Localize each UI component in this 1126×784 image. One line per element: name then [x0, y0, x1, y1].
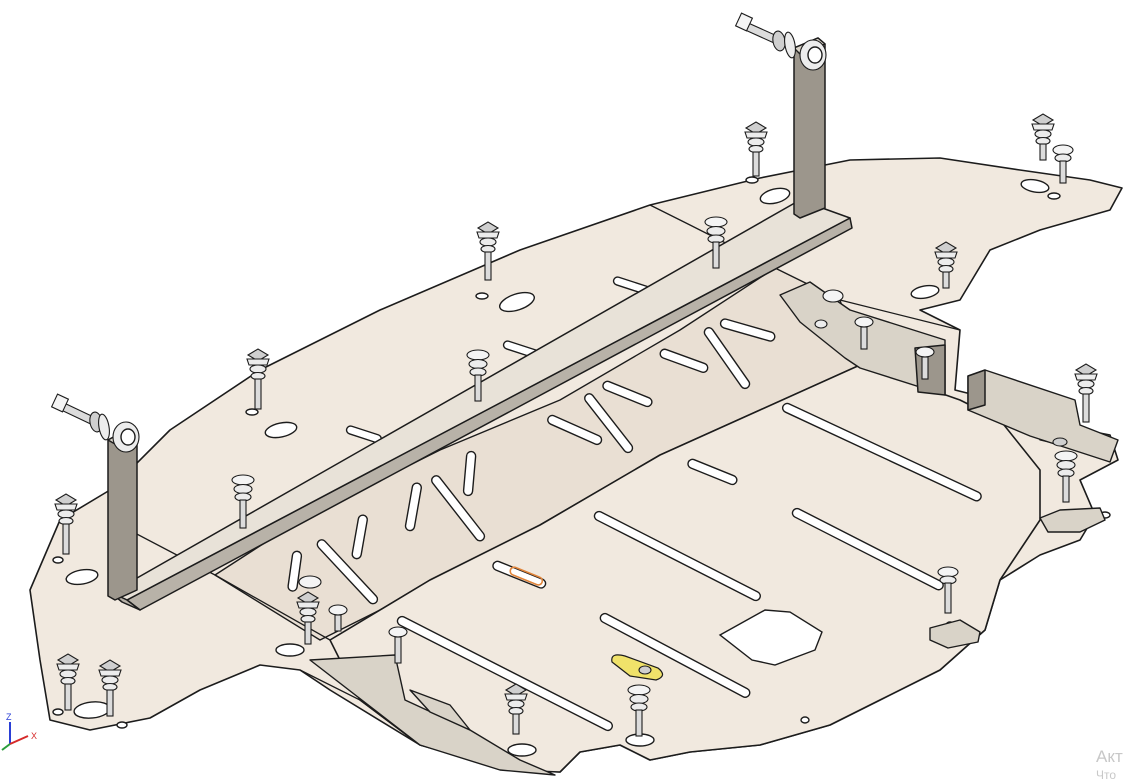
fastener [56, 653, 80, 711]
bracket-right-lower [967, 369, 1119, 463]
fastener [704, 216, 728, 269]
fastener [466, 349, 490, 402]
fastener [1074, 363, 1098, 423]
bracket-right-tab [929, 619, 981, 649]
lower-slots [396, 402, 982, 732]
fastener [744, 121, 768, 177]
upright-left [107, 427, 138, 601]
x-axis-line [9, 735, 29, 745]
fastener [328, 604, 348, 632]
fastener [934, 241, 958, 289]
fastener [1052, 144, 1074, 184]
fastener [54, 493, 78, 555]
skid-plate [29, 157, 1123, 776]
fastener [627, 684, 651, 737]
fastener [1031, 113, 1055, 161]
fastener [388, 626, 408, 664]
bolt-horizontal-right [734, 12, 796, 59]
drain-cutout [718, 609, 823, 666]
fastener [476, 221, 500, 281]
fastener [937, 566, 959, 614]
highlight-slot-orange [509, 566, 544, 586]
plate-skirt-left [309, 654, 556, 776]
fastener [1052, 437, 1068, 447]
bushing-left [112, 421, 140, 453]
bushing-right [799, 39, 827, 71]
bolt-horizontal-left [50, 393, 110, 441]
activation-watermark: Акт Что [1096, 748, 1126, 784]
fastener [1054, 450, 1078, 503]
fastener [298, 575, 322, 589]
fastener [98, 659, 122, 717]
axis-triad: Z X [1, 712, 37, 751]
y-axis-line [1, 743, 11, 751]
fastener [814, 289, 844, 329]
cage-nut-bolts [54, 113, 1098, 737]
highlight-slot-yellow-lower [611, 654, 664, 681]
bracket-corner-tab [1039, 507, 1106, 533]
fastener [854, 316, 874, 350]
fastener [231, 474, 255, 529]
watermark-line-2: Что [1096, 768, 1117, 782]
x-axis-label: X [31, 731, 37, 741]
fastener [246, 348, 270, 410]
fastener [638, 665, 652, 675]
fastener [296, 591, 320, 645]
fastener [915, 346, 935, 380]
watermark-line-1: Акт [1096, 748, 1123, 766]
z-axis-label: Z [6, 712, 12, 722]
tunnel-slots [287, 318, 776, 605]
fastener [504, 683, 528, 735]
